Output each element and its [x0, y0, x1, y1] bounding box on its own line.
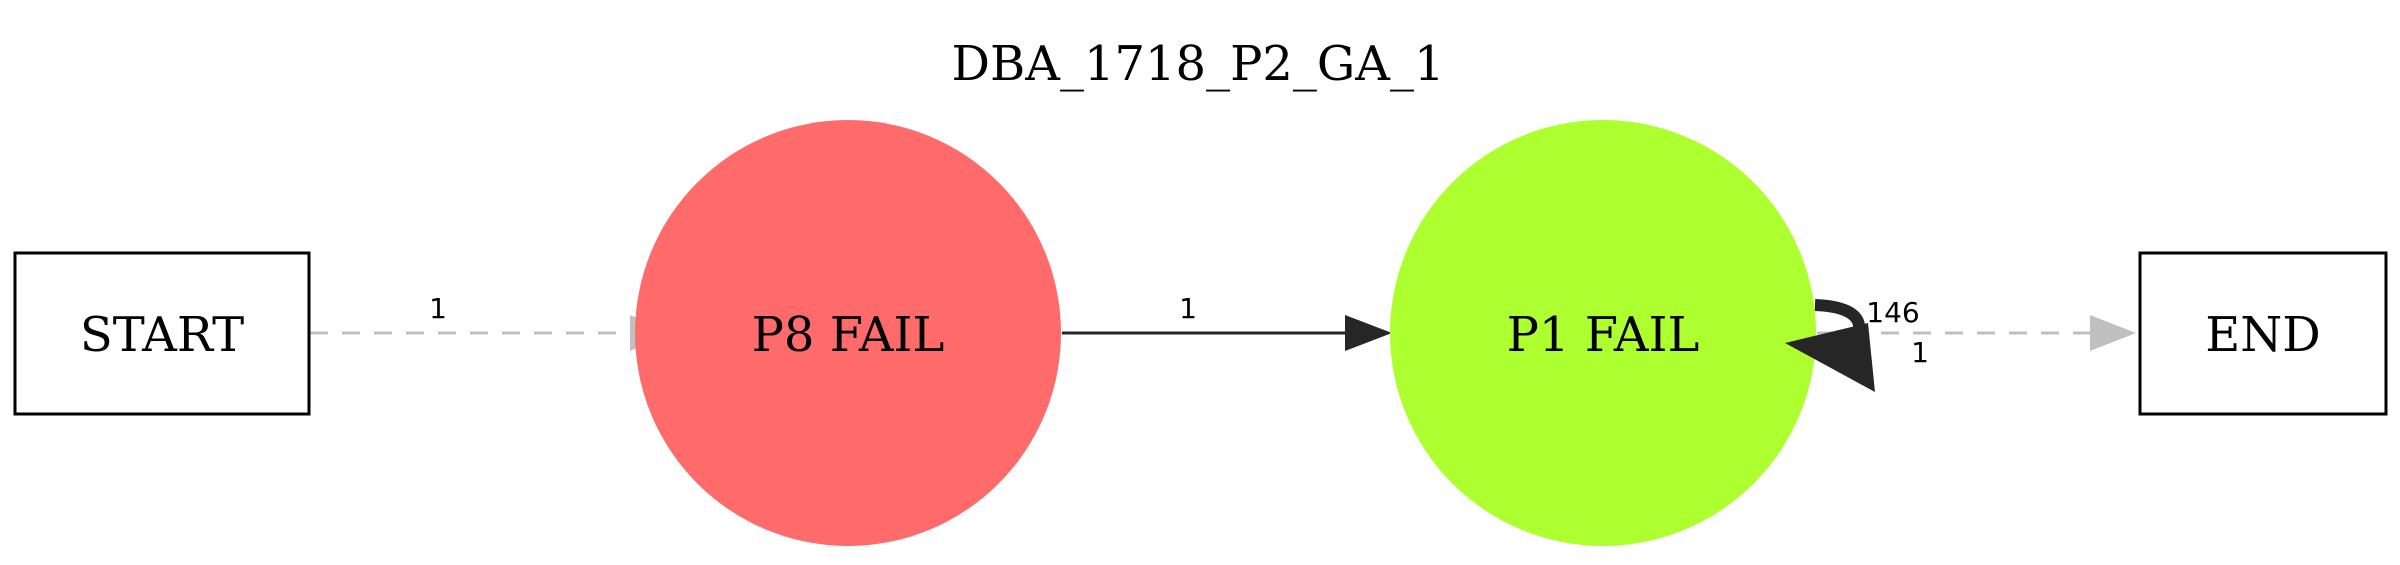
edge-p1-to-end: 1 — [1817, 315, 2136, 369]
node-p8-circle — [635, 120, 1061, 546]
node-p1-fail[interactable]: P1 FAIL — [1390, 120, 1816, 546]
node-end[interactable]: END — [2138, 251, 2388, 416]
node-p1-circle — [1390, 120, 1816, 546]
node-start[interactable]: START — [13, 251, 311, 416]
graph-title: DBA_1718_P2_GA_1 — [952, 36, 1445, 92]
edge-start-to-p8: 1 — [310, 292, 673, 351]
edge-p1-self-loop: 146 — [1785, 296, 1920, 392]
node-p8-fail[interactable]: P8 FAIL — [635, 120, 1061, 546]
node-p8-label: P8 FAIL — [752, 307, 945, 363]
node-p1-label: P1 FAIL — [1507, 307, 1700, 363]
edge-label-start-p8: 1 — [429, 292, 447, 325]
edge-label-p8-p1: 1 — [1179, 292, 1197, 325]
edge-label-p1-self: 146 — [1866, 296, 1919, 329]
node-start-label: START — [80, 307, 244, 363]
edge-label-p1-end: 1 — [1911, 336, 1929, 369]
node-end-label: END — [2205, 307, 2321, 363]
edge-p8-to-p1: 1 — [1062, 292, 1392, 351]
